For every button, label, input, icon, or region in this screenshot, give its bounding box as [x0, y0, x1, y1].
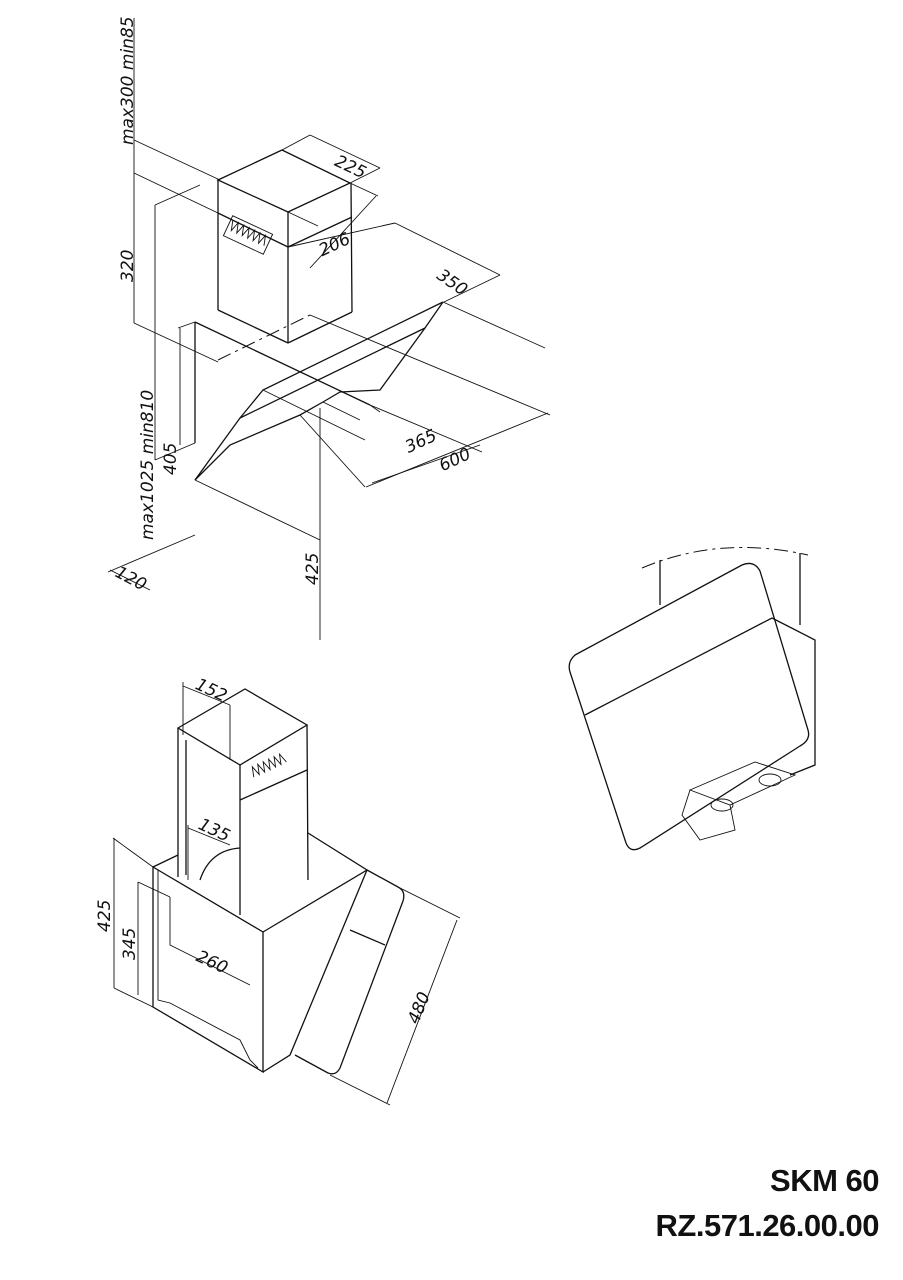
hood-mounting-view: 152 135 425 345 260 480: [95, 675, 461, 1106]
model-name: SKM 60: [770, 1163, 879, 1198]
dim-panel-height: 425: [95, 900, 115, 932]
dim-chimney-height: 320: [118, 250, 138, 282]
dim-mount-height: 345: [120, 928, 140, 960]
dim-chimney-width: 225: [331, 151, 369, 183]
dim-inner-width: 365: [402, 426, 440, 458]
hood-isometric-view: 225 206 350 365 600 max300 min85 320: [107, 16, 551, 640]
vent-grille-icon: [251, 752, 287, 778]
dim-chimney-inner-width: 135: [195, 815, 233, 847]
vent-grille-icon: [222, 215, 274, 255]
dim-glass-length: 480: [404, 989, 435, 1027]
hood-side-view: [568, 546, 816, 851]
dim-total-height: max1025 min810: [138, 390, 158, 540]
dim-hood-depth: 350: [433, 265, 471, 300]
dim-chimney-adjust: max300 min85: [118, 16, 138, 145]
dim-wall-offset: 120: [112, 563, 150, 596]
dim-mount-width: 260: [193, 947, 231, 979]
dim-glass-drop: 425: [303, 553, 323, 585]
drawing-code: RZ.571.26.00.00: [655, 1208, 880, 1243]
dim-body-height: 405: [161, 443, 181, 475]
